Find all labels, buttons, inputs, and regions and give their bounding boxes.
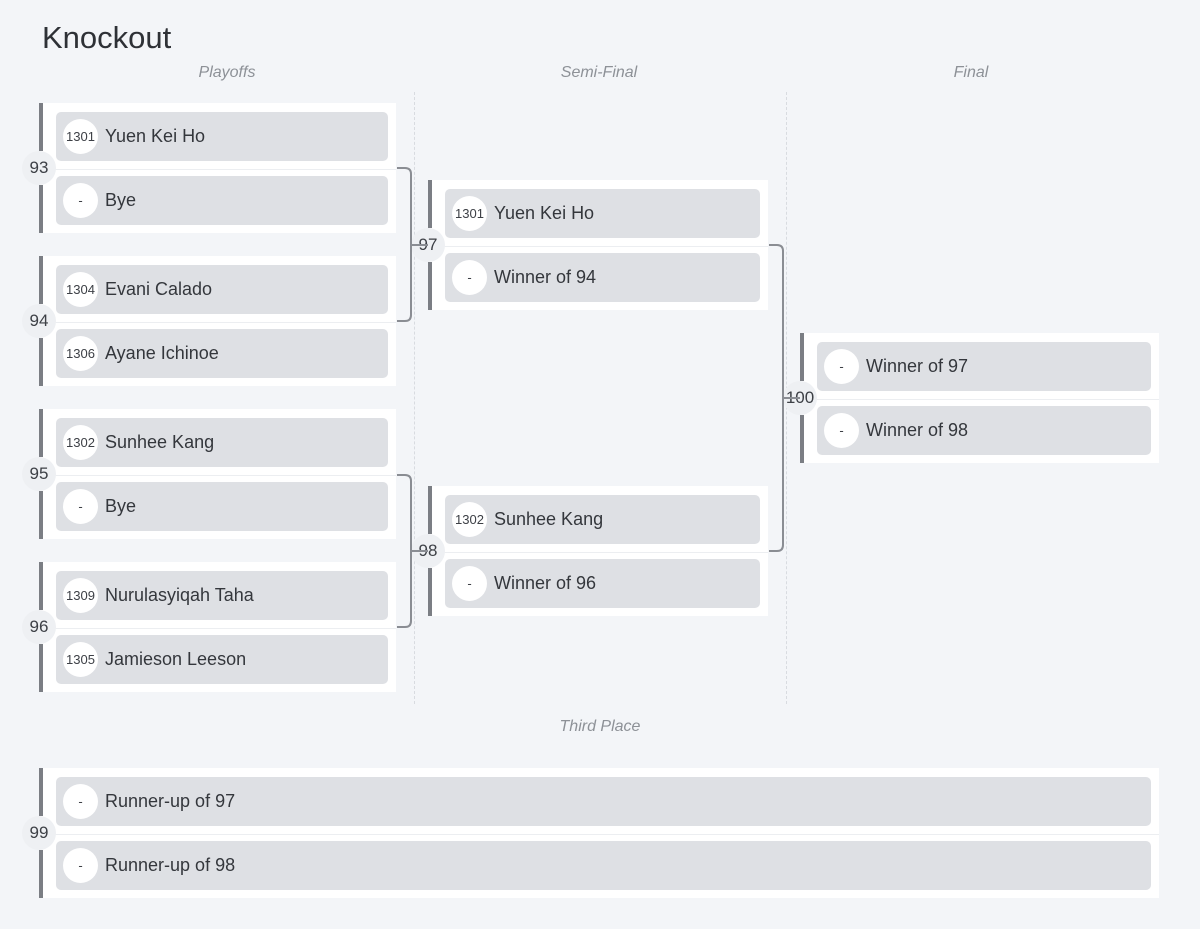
match-bar — [428, 568, 432, 616]
player-slot[interactable]: - Winner of 98 — [817, 406, 1151, 455]
match-number: 93 — [22, 151, 56, 185]
seed-badge: 1304 — [63, 272, 98, 307]
player-name: Bye — [105, 190, 137, 210]
player-slot[interactable]: - Winner of 96 — [445, 559, 760, 608]
player-slot[interactable]: 1304 Evani Calado — [56, 265, 388, 314]
seed-badge: - — [63, 784, 98, 819]
match-bar — [800, 333, 804, 381]
player-slot[interactable]: 1309 Nurulasyiqah Taha — [56, 571, 388, 620]
player-slot[interactable]: - Bye — [56, 482, 388, 531]
round-label-final: Final — [953, 64, 989, 81]
match-number: 100 — [783, 381, 817, 415]
match-number: 95 — [22, 457, 56, 491]
player-slot[interactable]: 1306 Ayane Ichinoe — [56, 329, 388, 378]
match-100: - Winner of 97 - Winner of 98 100 — [783, 333, 1159, 463]
match-bar — [39, 409, 43, 457]
round-label-semi-final: Semi-Final — [560, 64, 638, 81]
divider — [39, 322, 396, 323]
seed-badge: - — [63, 183, 98, 218]
column-divider — [414, 92, 415, 704]
player-name: Bye — [105, 496, 137, 516]
seed-badge: 1302 — [452, 502, 487, 537]
match-bar — [39, 256, 43, 304]
player-slot[interactable]: - Winner of 94 — [445, 253, 760, 302]
player-name: Winner of 96 — [494, 573, 597, 593]
match-95: 1302 Sunhee Kang - Bye 95 — [22, 409, 396, 539]
match-bar — [428, 262, 432, 310]
divider — [39, 834, 1159, 835]
player-name: Yuen Kei Ho — [494, 203, 595, 223]
player-slot[interactable]: - Bye — [56, 176, 388, 225]
seed-badge: 1301 — [63, 119, 98, 154]
seed-badge: - — [63, 848, 98, 883]
player-name: Runner-up of 98 — [105, 855, 236, 875]
player-name: Runner-up of 97 — [105, 791, 236, 811]
match-bar — [800, 415, 804, 463]
match-bar — [39, 491, 43, 539]
match-98: 1302 Sunhee Kang - Winner of 96 98 — [411, 486, 768, 616]
player-name: Winner of 97 — [866, 356, 969, 376]
player-slot[interactable]: - Runner-up of 97 — [56, 777, 1151, 826]
player-name: Sunhee Kang — [494, 509, 604, 529]
match-bar — [428, 486, 432, 534]
match-bar — [39, 338, 43, 386]
player-name: Evani Calado — [105, 279, 213, 299]
match-93: 1301 Yuen Kei Ho - Bye 93 — [22, 103, 396, 233]
seed-badge: 1305 — [63, 642, 98, 677]
round-label-third-place: Third Place — [559, 718, 641, 735]
player-name: Winner of 94 — [494, 267, 597, 287]
match-number: 94 — [22, 304, 56, 338]
seed-badge: - — [824, 349, 859, 384]
divider — [39, 628, 396, 629]
match-bar — [39, 562, 43, 610]
match-bar — [39, 103, 43, 151]
player-name: Sunhee Kang — [105, 432, 215, 452]
seed-badge: - — [824, 413, 859, 448]
match-bar — [39, 850, 43, 898]
divider — [800, 399, 1159, 400]
seed-badge: - — [452, 566, 487, 601]
match-96: 1309 Nurulasyiqah Taha 1305 Jamieson Lee… — [22, 562, 396, 692]
match-number: 99 — [22, 816, 56, 850]
player-slot[interactable]: 1301 Yuen Kei Ho — [445, 189, 760, 238]
match-bar — [39, 185, 43, 233]
player-slot[interactable]: - Runner-up of 98 — [56, 841, 1151, 890]
player-name: Yuen Kei Ho — [105, 126, 206, 146]
seed-badge: - — [63, 489, 98, 524]
player-name: Ayane Ichinoe — [105, 343, 219, 363]
seed-badge: 1309 — [63, 578, 98, 613]
divider — [428, 552, 768, 553]
match-99: - Runner-up of 97 - Runner-up of 98 99 — [22, 768, 1159, 898]
match-number: 96 — [22, 610, 56, 644]
player-name: Nurulasyiqah Taha — [105, 585, 254, 605]
player-slot[interactable]: 1302 Sunhee Kang — [445, 495, 760, 544]
match-number: 98 — [411, 534, 445, 568]
seed-badge: 1301 — [452, 196, 487, 231]
match-bar — [428, 180, 432, 228]
player-name: Winner of 98 — [866, 420, 969, 440]
seed-badge: 1306 — [63, 336, 98, 371]
player-slot[interactable]: 1301 Yuen Kei Ho — [56, 112, 388, 161]
player-slot[interactable]: - Winner of 97 — [817, 342, 1151, 391]
divider — [39, 475, 396, 476]
seed-badge: 1302 — [63, 425, 98, 460]
match-97: 1301 Yuen Kei Ho - Winner of 94 97 — [411, 180, 768, 310]
divider — [428, 246, 768, 247]
player-slot[interactable]: 1305 Jamieson Leeson — [56, 635, 388, 684]
round-label-playoffs: Playoffs — [198, 64, 256, 81]
player-name: Jamieson Leeson — [105, 649, 247, 669]
match-number: 97 — [411, 228, 445, 262]
player-slot[interactable]: 1302 Sunhee Kang — [56, 418, 388, 467]
page-title: Knockout — [42, 20, 172, 55]
divider — [39, 169, 396, 170]
match-94: 1304 Evani Calado 1306 Ayane Ichinoe 94 — [22, 256, 396, 386]
match-bar — [39, 644, 43, 692]
seed-badge: - — [452, 260, 487, 295]
match-bar — [39, 768, 43, 816]
